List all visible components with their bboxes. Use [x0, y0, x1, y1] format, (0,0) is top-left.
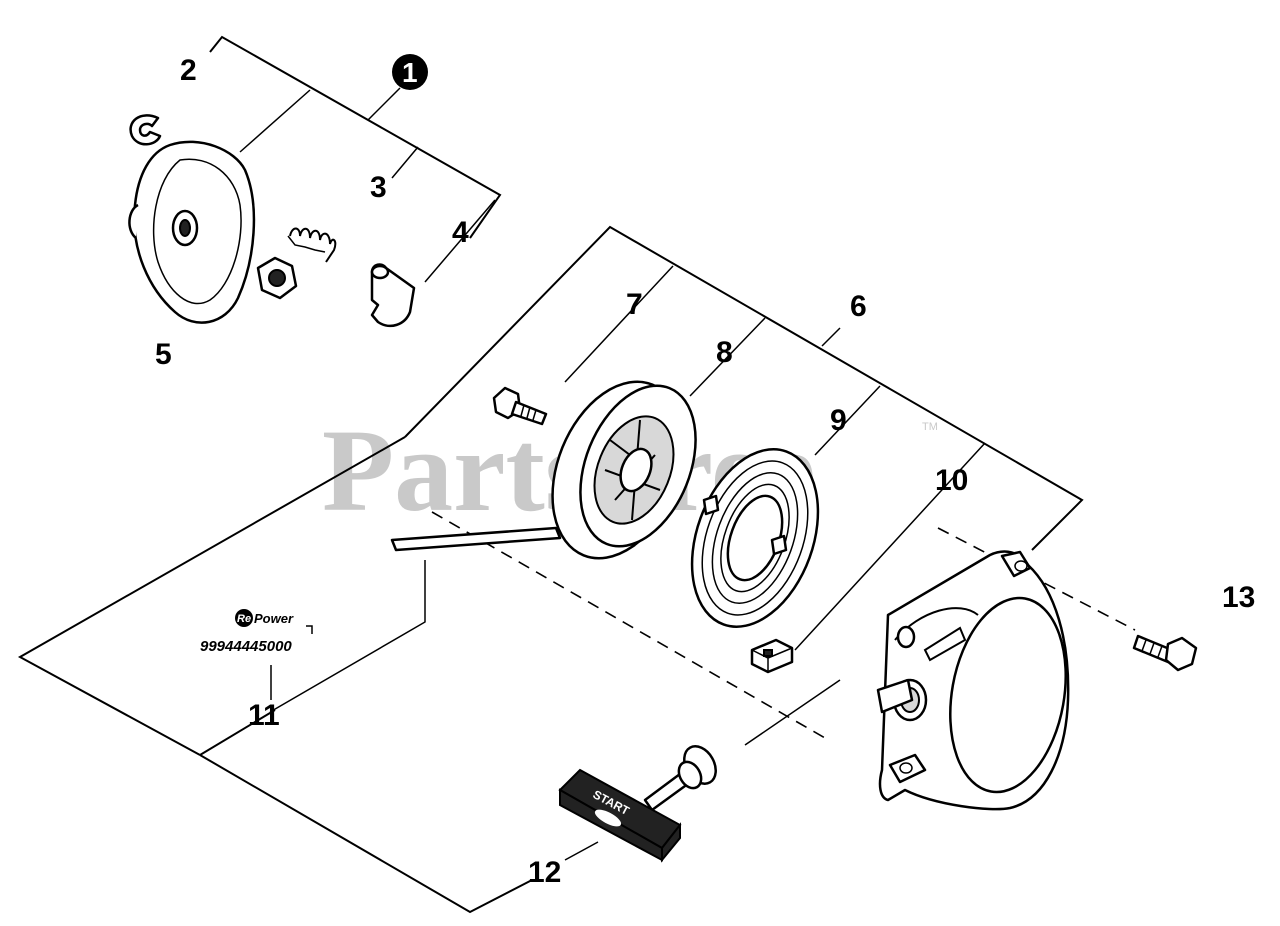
repower-brand-re: Re	[237, 613, 251, 625]
callout-10[interactable]: 10	[935, 464, 968, 497]
part-12-start-handle: START	[558, 745, 717, 863]
callout-7[interactable]: 7	[626, 288, 643, 321]
callout-9[interactable]: 9	[830, 404, 847, 437]
bracket-group-6	[17, 225, 1084, 756]
callout-13[interactable]: 13	[1222, 581, 1255, 614]
part-1-pulley-drum	[128, 140, 256, 324]
callout-1[interactable]: 1	[392, 54, 428, 90]
part-7-bolt	[492, 386, 548, 426]
callout-11[interactable]: 11	[248, 699, 280, 732]
callout-3[interactable]: 3	[370, 171, 387, 204]
bracket-group-1	[209, 35, 502, 283]
part-5-nut	[256, 256, 298, 300]
watermark-tm: TM	[922, 421, 938, 433]
part-8-rope-reel	[390, 380, 697, 560]
part-4-pawl	[370, 263, 416, 328]
callout-4[interactable]: 4	[452, 216, 469, 249]
callout-6[interactable]: 6	[850, 290, 867, 323]
repower-part-number: 99944445000	[200, 638, 292, 655]
part-2-e-clip	[129, 114, 162, 146]
callout-2[interactable]: 2	[180, 54, 197, 87]
bracket-group-11-12	[199, 560, 841, 914]
callout-12[interactable]: 12	[528, 856, 561, 889]
part-13-bolt	[1132, 634, 1198, 672]
part-10-block	[750, 638, 794, 674]
part-9-recoil-spring	[690, 448, 820, 628]
part-3-spring	[287, 227, 337, 263]
repower-logo-icon	[235, 609, 253, 627]
repower-kit-label: Re Power 99944445000	[200, 609, 313, 655]
callout-8[interactable]: 8	[716, 336, 733, 369]
callout-1-label: 1	[402, 57, 418, 88]
starter-housing	[876, 550, 1070, 811]
callouts: 1 2 3 4 5 6 7 8 9 10 11 12 13	[155, 54, 1255, 889]
repower-brand-power: Power	[254, 611, 294, 626]
callout-5[interactable]: 5	[155, 338, 172, 371]
